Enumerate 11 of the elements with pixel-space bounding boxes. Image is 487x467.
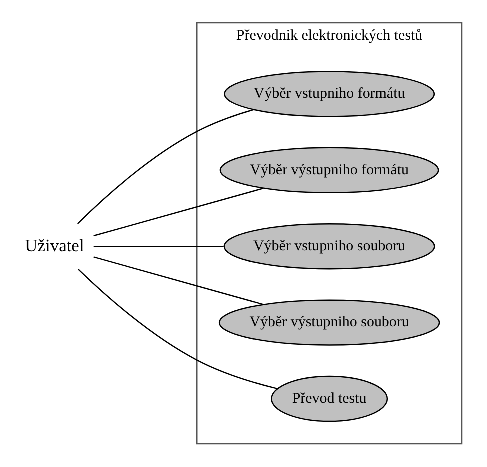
node-ellipse: Výběr vstupniho formátu [224,71,435,118]
connector [93,188,264,237]
connector [76,109,254,224]
node-ellipse: Převod testu [270,376,388,422]
node-ellipse: Výběr výstupniho formátu [219,147,439,194]
node-ellipse: Výběr výstupniho souboru [218,300,440,346]
node-text: Uživatel [24,235,84,256]
connector [77,268,278,390]
connector [93,256,264,306]
node-ellipse: Výběr vstupniho souboru [223,224,435,270]
connector [93,246,224,248]
